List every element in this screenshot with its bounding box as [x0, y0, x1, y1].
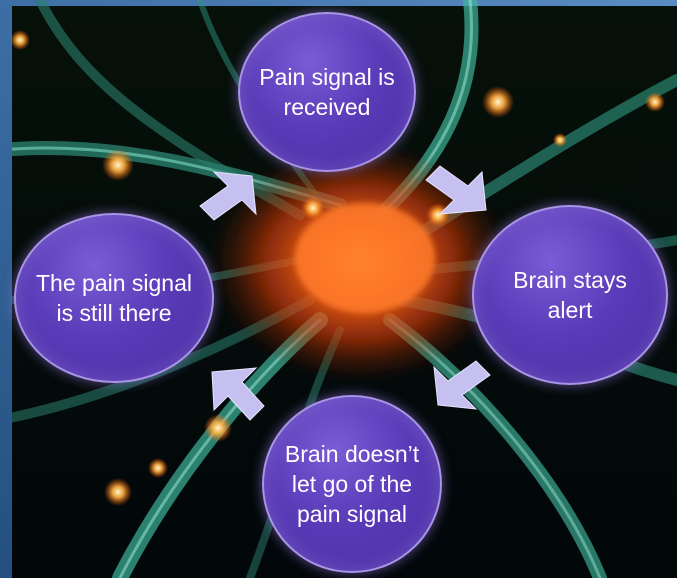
cycle-step-pain-signal-received: Pain signal is received	[238, 12, 416, 172]
cycle-step-label: Brain doesn’t let go of the pain signal	[264, 439, 440, 529]
cycle-step-label: The pain signal is still there	[16, 268, 212, 328]
cycle-step-label: Brain stays alert	[474, 265, 666, 325]
cycle-step-brain-holds-signal: Brain doesn’t let go of the pain signal	[262, 395, 442, 573]
cycle-step-signal-still-there: The pain signal is still there	[14, 213, 214, 383]
slide-border-left	[0, 0, 12, 578]
cycle-step-label: Pain signal is received	[240, 62, 414, 122]
cycle-step-brain-stays-alert: Brain stays alert	[472, 205, 668, 385]
